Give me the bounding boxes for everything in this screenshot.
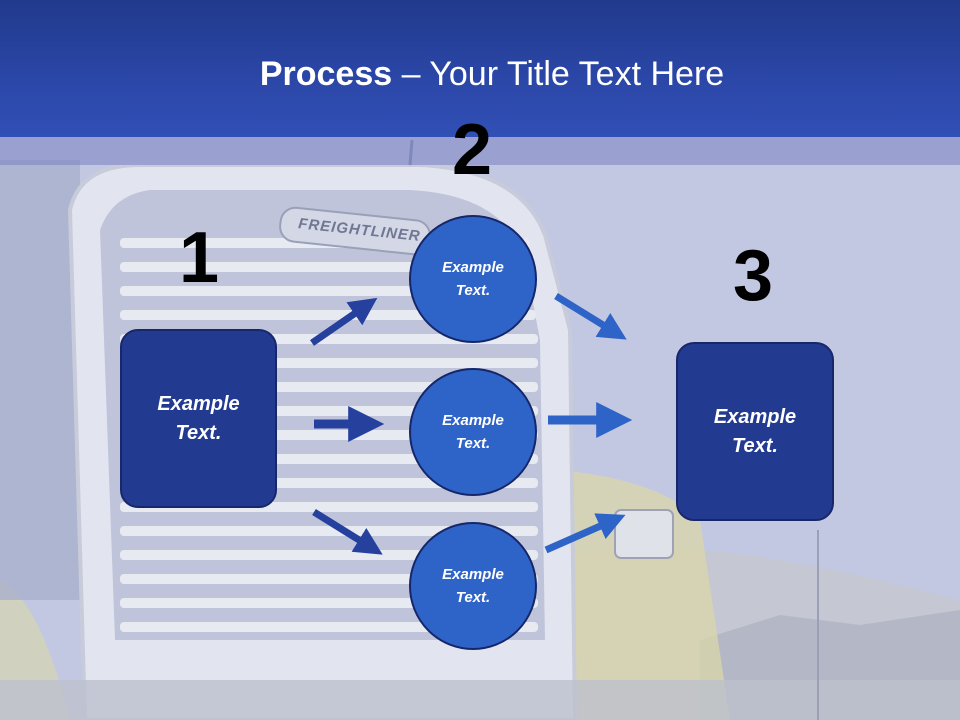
input-box-line2: Text. <box>175 421 222 444</box>
arrow-to-circle-top <box>310 297 378 346</box>
output-box-line2: Text. <box>732 434 778 457</box>
step-number-3: 3 <box>732 236 774 316</box>
circle-top-line2: Text. <box>455 282 491 299</box>
circle-bottom-line2: Text. <box>455 589 491 606</box>
circle-top-line1: Example <box>442 259 504 276</box>
arrow-to-circle-bottom <box>312 509 383 555</box>
arrow-from-circle-top <box>554 293 627 340</box>
title-rest: – Your Title Text Here <box>392 55 725 93</box>
circle-middle-line1: Example <box>442 412 504 429</box>
output-box-line1: Example <box>713 405 797 428</box>
circle-bottom-line1: Example <box>442 566 504 583</box>
step-number-1: 1 <box>178 218 220 298</box>
title-bold: Process <box>259 55 393 93</box>
input-box-line1: Example <box>157 392 240 415</box>
title-header-band <box>0 0 960 137</box>
circle-middle-line2: Text. <box>455 435 491 452</box>
slide-title: Process – Your Title Text Here <box>0 52 960 96</box>
step-number-2: 2 <box>451 110 493 190</box>
title-sub-band <box>0 137 960 165</box>
arrow-from-circle-bottom <box>544 513 626 554</box>
